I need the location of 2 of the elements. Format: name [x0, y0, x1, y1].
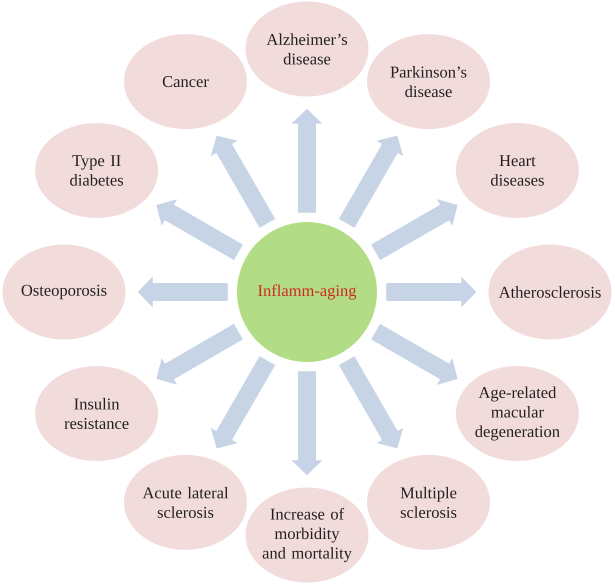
arrow: [210, 136, 276, 228]
arrow: [338, 356, 404, 448]
